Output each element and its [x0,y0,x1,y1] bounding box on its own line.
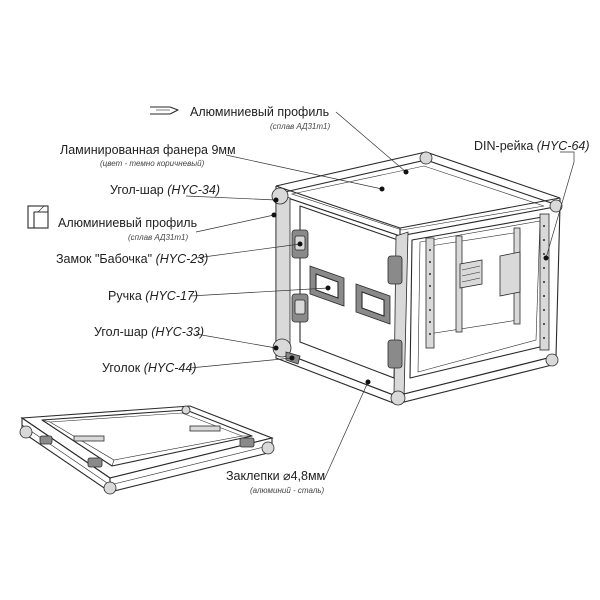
plywood-label: Ламинированная фанера 9мм [60,143,236,157]
leader-lines [185,111,575,481]
plywood-note: (цвет - темно коричневый) [100,159,205,168]
din-rail-label: DIN-рейка (HYC-64) [474,139,590,153]
handle-label: Ручка (HYC-17) [108,289,198,303]
corner-ball-bottom-label: Угол-шар (HYC-33) [94,325,204,339]
profile-top-icon [150,106,179,115]
rivets-note: (алюминий - сталь) [250,486,325,495]
corner-bracket-label: Уголок (HYC-44) [102,361,196,375]
rack-case-drawing [271,151,563,406]
profile-top-note: (сплав АД31т1) [270,122,330,131]
corner-ball-top-label: Угол-шар (HYC-34) [110,183,220,197]
butterfly-lock-label: Замок "Бабочка" (HYC-23) [56,252,208,266]
profile-side-label: Алюминиевый профиль [58,216,197,230]
case-lid-drawing [19,405,275,495]
profile-top-label: Алюминиевый профиль [190,105,329,119]
rivets-label: Заклепки ⌀4,8мм [226,469,325,483]
profile-side-icon [27,205,49,229]
profile-side-note: (сплав АД31т1) [128,233,188,242]
